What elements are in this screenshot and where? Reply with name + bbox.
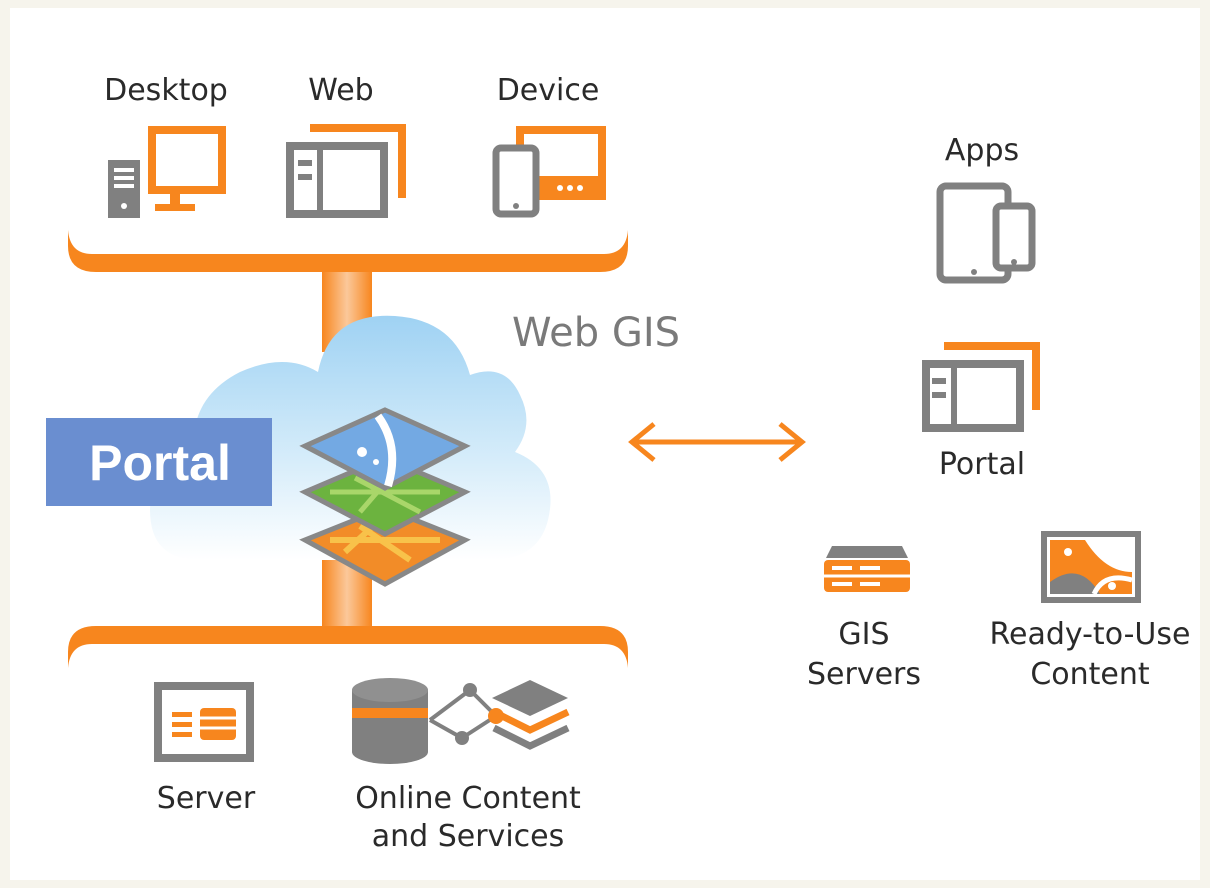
online-content-icon [352, 678, 570, 764]
server-label: Server [157, 781, 256, 816]
online-content-label-line1: Online Content [355, 781, 581, 816]
apps-label: Apps [945, 133, 1019, 168]
apps-icon [936, 182, 1036, 284]
server-icon [154, 682, 254, 762]
gis-servers-label-line2: Servers [807, 657, 921, 692]
ready-content-label-line2: Content [1030, 657, 1150, 692]
web-icon [286, 124, 406, 218]
bidirectional-arrow [628, 422, 806, 462]
portal-label: Portal [939, 447, 1025, 482]
desktop-icon [108, 126, 226, 218]
gis-servers-icon [824, 546, 910, 592]
map-layers-icon [299, 407, 471, 587]
desktop-label: Desktop [104, 73, 228, 108]
ready-content-icon [1041, 531, 1141, 603]
top-bracket [68, 230, 628, 272]
portal-box [46, 418, 272, 506]
web-gis-title: Web GIS [512, 310, 680, 356]
web-label: Web [308, 73, 373, 108]
device-icon [492, 126, 606, 218]
portal-icon [922, 342, 1040, 432]
portal-box-label: Portal [89, 435, 231, 491]
ready-content-label-line1: Ready-to-Use [990, 617, 1191, 652]
bottom-bracket [68, 626, 628, 668]
gis-servers-label-line1: GIS [838, 617, 889, 652]
online-content-label-line2: and Services [372, 819, 564, 854]
device-label: Device [497, 73, 600, 108]
